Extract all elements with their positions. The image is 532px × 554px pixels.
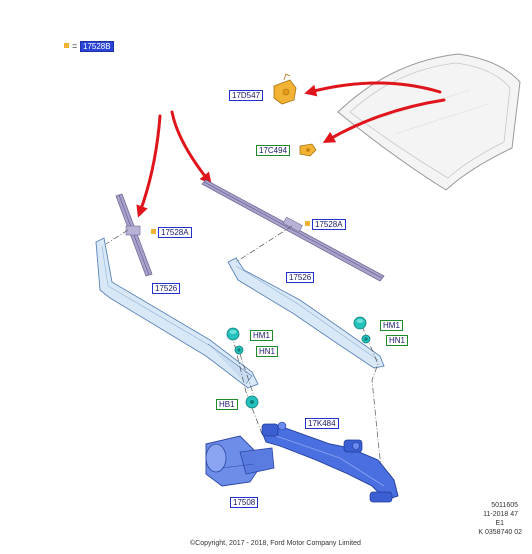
left-blade-key: [151, 229, 156, 234]
ref-stamp-line3: E1: [495, 520, 504, 527]
washer-nozzle-callout[interactable]: 17C494: [256, 145, 291, 156]
right-blade-callout[interactable]: 17528A: [312, 219, 346, 230]
right-nut-callout[interactable]: HN1: [386, 335, 409, 346]
left-wiper-arm: [95, 237, 259, 389]
left-cap-part: [226, 327, 240, 341]
right-cap-callout[interactable]: HM1: [380, 320, 403, 331]
legend-code-callout[interactable]: 17528B: [80, 41, 114, 52]
washer-pump-callout[interactable]: 17D547: [229, 90, 264, 101]
red-arrow-to-left-blade: [136, 114, 162, 218]
linkage-callout[interactable]: 17K484: [305, 418, 339, 429]
right-arm-callout[interactable]: 17526: [286, 272, 315, 283]
wiper-motor-part: [205, 435, 275, 487]
washer-nozzle-part: [299, 143, 317, 157]
right-cap-part: [353, 316, 367, 330]
red-arrow-to-pump: [304, 81, 442, 97]
left-arm-callout[interactable]: 17526: [152, 283, 181, 294]
legend-key-swatch: [64, 43, 69, 48]
red-arrow-to-nozzle: [322, 98, 446, 143]
motor-callout[interactable]: 17508: [230, 497, 259, 508]
washer-pump-part: [273, 73, 297, 105]
ref-stamp-line2: 11-2018 47: [483, 511, 518, 518]
legend-equals: =: [72, 41, 78, 51]
right-wiper-arm: [227, 257, 385, 369]
left-wiper-blade: [115, 193, 153, 277]
copyright-notice: ©Copyright, 2017 - 2018, Ford Motor Comp…: [190, 540, 361, 547]
red-arrow-to-right-blade: [170, 110, 212, 185]
right-nut-part: [361, 334, 371, 344]
left-blade-callout[interactable]: 17528A: [158, 227, 192, 238]
bolt-part: [245, 395, 259, 409]
bolt-callout[interactable]: HB1: [216, 399, 238, 410]
right-blade-key: [305, 221, 310, 226]
left-nut-callout[interactable]: HN1: [256, 346, 279, 357]
left-nut-part: [234, 345, 244, 355]
windscreen-glass: [337, 53, 521, 191]
annotation-arrows: [136, 81, 446, 218]
right-wiper-blade: [201, 179, 385, 282]
wiper-linkage-part: [261, 421, 399, 503]
ref-stamp-line4: K 0358740 02: [478, 529, 522, 536]
ref-stamp-line1: 5011605: [491, 502, 518, 509]
left-cap-callout[interactable]: HM1: [250, 330, 273, 341]
